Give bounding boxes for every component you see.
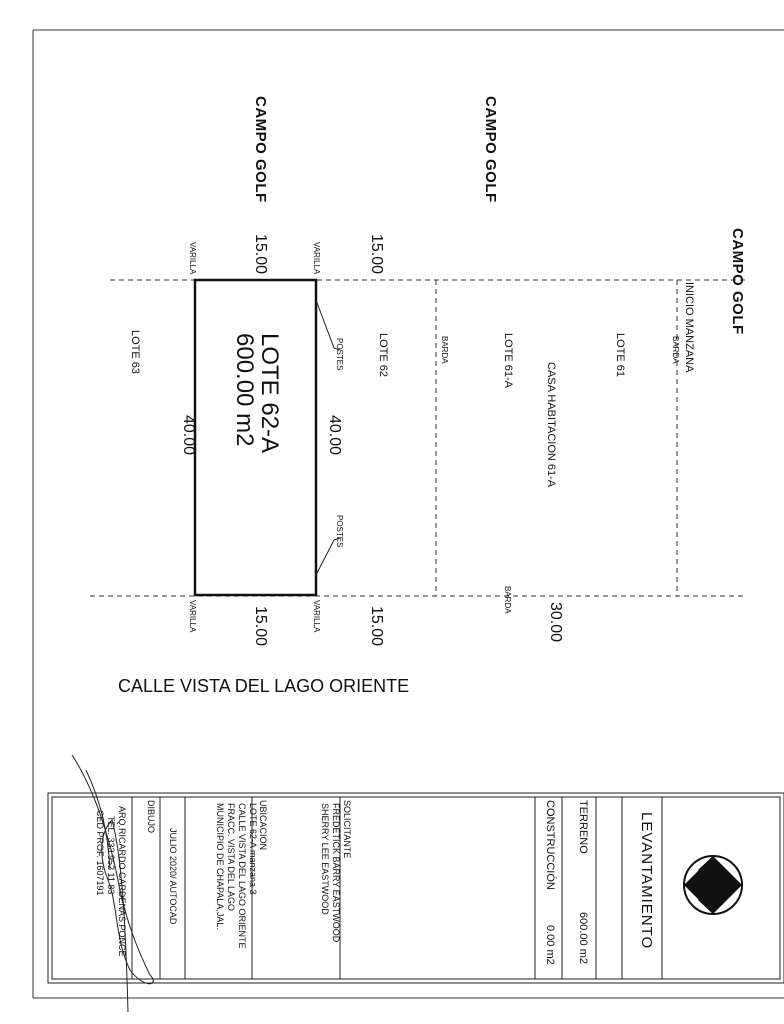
postes-leaders (315, 299, 341, 576)
building-label: CASA HABITACION 61-A (545, 362, 557, 488)
solicitante-name: FREDETICK BARRY EASTWOOD (331, 803, 341, 943)
varilla-marker: VARILLA (188, 600, 197, 633)
architect-phone: TEL. 333 952 11 83 (106, 816, 116, 895)
dimension-label: 15.00 (252, 606, 269, 647)
barda-marker: BARDA (503, 586, 512, 614)
dimension-label: 15.00 (368, 606, 385, 647)
terreno-value: 600.00 m2 (577, 912, 589, 964)
postes-marker: POSTES (335, 515, 344, 548)
construccion-value: 0.00 m2 (544, 925, 556, 965)
campo-golf-label: CAMPO GOLF (252, 96, 269, 203)
construccion-label: CONSTRUCCIÓN (544, 800, 556, 890)
architect-name: ARQ.RICARDO CARDENAS PONCE (117, 806, 127, 957)
drawing-date: JULIO 2020/ AUTOCAD (168, 828, 178, 925)
ubicacion-line: MUNICIPIO DE CHAPALA,JAL. (215, 803, 225, 930)
lot-label: LOTE 61-A (502, 333, 514, 389)
dimension-label: 15.00 (368, 234, 385, 275)
barda-marker: BARDA (671, 336, 680, 364)
terreno-label: TERRENO (577, 800, 589, 854)
lot-label: LOTE 62 (377, 333, 389, 378)
ubicacion-line: FRACC. VISTA DEL LAGO (226, 803, 236, 912)
campo-golf-label: CAMPO GOLF (729, 228, 746, 335)
lot-label: LOTE 63 (129, 330, 141, 375)
ubicacion-label: UBICACION (258, 800, 268, 851)
dibujo-label: DIBUJO (146, 800, 156, 834)
dimension-label: 15.00 (252, 234, 269, 275)
ubicacion-line: LOTE 62-A manzana 3 (248, 803, 258, 895)
varilla-marker: VARILLA (312, 242, 321, 275)
ubicacion-line: CALLE VISTA DEL LAGO ORIENTE (237, 803, 247, 949)
inicio-manzana-label: INICIO MANZANA (683, 282, 695, 373)
dimension-label: 30.00 (547, 602, 564, 643)
varilla-marker: VARILLA (312, 600, 321, 633)
dimension-label: 40.00 (180, 415, 197, 456)
sheet-frame (32, 29, 784, 999)
solicitante-name: SHERRY LEE EASTWOOD (320, 803, 330, 915)
street-name: CALLE VISTA DEL LAGO ORIENTE (118, 676, 410, 696)
signature-scribble (71, 754, 154, 1013)
north-arrow-icon (683, 855, 743, 915)
title-block-frame (47, 792, 784, 984)
main-lot-name: LOTE 62-A (256, 333, 283, 454)
lote-62a-boundary (193, 278, 318, 597)
main-lot-area: 600.00 m2 (231, 333, 258, 447)
lot-label: LOTE 61 (614, 333, 626, 378)
solicitante-label: SOLICITANTE (342, 800, 352, 859)
architect-cedula: CED PROF. 1607191 (95, 810, 105, 896)
dimension-label: 40.00 (326, 415, 343, 456)
barda-marker: BARDA (440, 336, 449, 364)
postes-marker: POSTES (335, 338, 344, 371)
drawing-title: LEVANTAMIENTO (638, 812, 655, 950)
campo-golf-label: CAMPO GOLF (482, 96, 499, 203)
varilla-marker: VARILLA (188, 242, 197, 275)
